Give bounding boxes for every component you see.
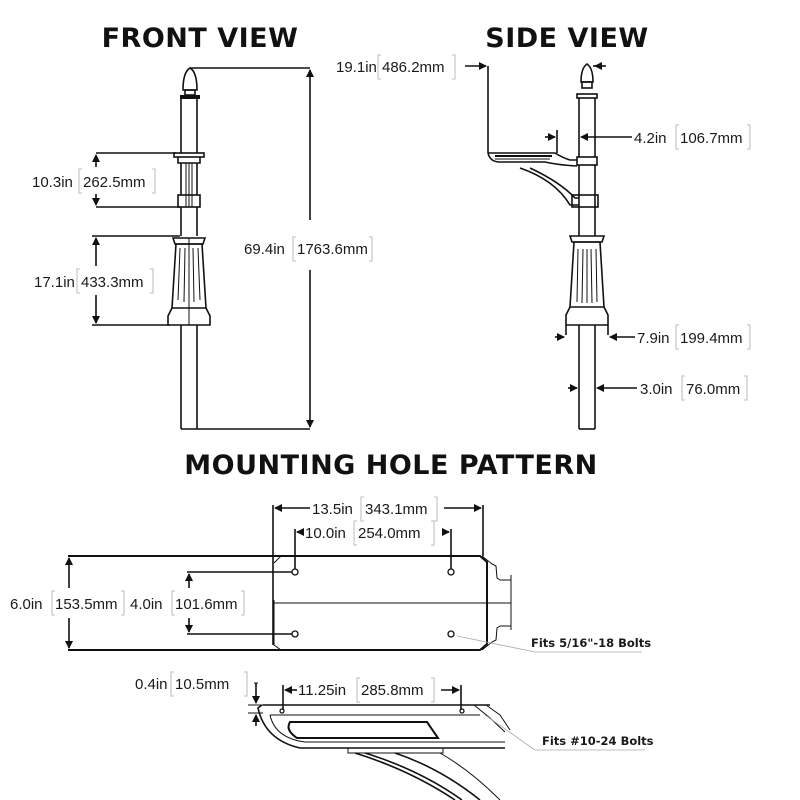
arm-length-mm: 486.2mm [382,59,445,76]
side-hole-spacing-mm: 285.8mm [361,682,424,699]
hole-spacing-x-dimension: 10.0in 254.0mm [294,520,452,569]
mounting-plate-top-view [68,555,512,651]
plate-length-in: 13.5in [312,501,353,518]
post-width-in: 4.2in [634,130,667,147]
post-width-dimension: 4.2in 106.7mm [545,124,751,153]
bolt-note-bottom-text: Fits #10-24 Bolts [542,734,654,748]
front-view-title: FRONT VIEW [102,23,299,54]
side-hole-spacing-dimension: 11.25in 285.8mm [282,677,462,710]
side-view-title: SIDE VIEW [485,23,648,54]
hole-spacing-y-in: 4.0in [130,596,163,613]
hole-spacing-y-mm: 101.6mm [175,596,238,613]
hole-spacing-x-in: 10.0in [305,525,346,542]
post-width-mm: 106.7mm [680,130,743,147]
overall-height-in: 69.4in [244,241,285,258]
hole-spacing-y-dimension: 4.0in 101.6mm [130,571,292,635]
base-width-in: 7.9in [637,330,670,347]
base-height-mm: 433.3mm [81,274,144,291]
front-view-post [167,67,310,430]
bolt-note-top-text: Fits 5/16"-18 Bolts [531,636,651,650]
bracket-height-dimension: 10.3in 262.5mm [32,152,180,208]
base-height-dimension: 17.1in 433.3mm [34,235,180,326]
plate-width-mm: 153.5mm [55,596,118,613]
bracket-height-in: 10.3in [32,174,73,191]
plate-width-in: 6.0in [10,596,43,613]
hole-spacing-x-mm: 254.0mm [358,525,421,542]
arm-length-in: 19.1in [336,59,377,76]
thickness-in: 0.4in [135,676,168,693]
pole-width-in: 3.0in [640,381,673,398]
pole-width-dimension: 3.0in 76.0mm [568,375,748,401]
plate-length-mm: 343.1mm [365,501,428,518]
pole-width-mm: 76.0mm [686,381,740,398]
thickness-mm: 10.5mm [175,676,229,693]
bolt-note-top: Fits 5/16"-18 Bolts [456,635,651,653]
mounting-title: MOUNTING HOLE PATTERN [184,450,597,481]
base-height-in: 17.1in [34,274,75,291]
base-width-dimension: 7.9in 199.4mm [555,324,751,350]
mounting-side-profile [257,704,511,800]
bolt-note-bottom: Fits #10-24 Bolts [484,714,654,751]
side-view-post [487,63,609,430]
side-hole-spacing-in: 11.25in [298,682,346,699]
overall-height-dimension: 69.4in 1763.6mm [190,67,373,428]
arm-length-dimension: 19.1in 486.2mm [336,54,606,153]
plate-width-dimension: 6.0in 153.5mm [10,557,125,649]
base-width-mm: 199.4mm [680,330,743,347]
overall-height-mm: 1763.6mm [297,241,368,258]
plate-length-dimension: 13.5in 343.1mm [272,496,484,645]
thickness-dimension: 0.4in 10.5mm [135,671,265,726]
bracket-height-mm: 262.5mm [83,174,146,191]
